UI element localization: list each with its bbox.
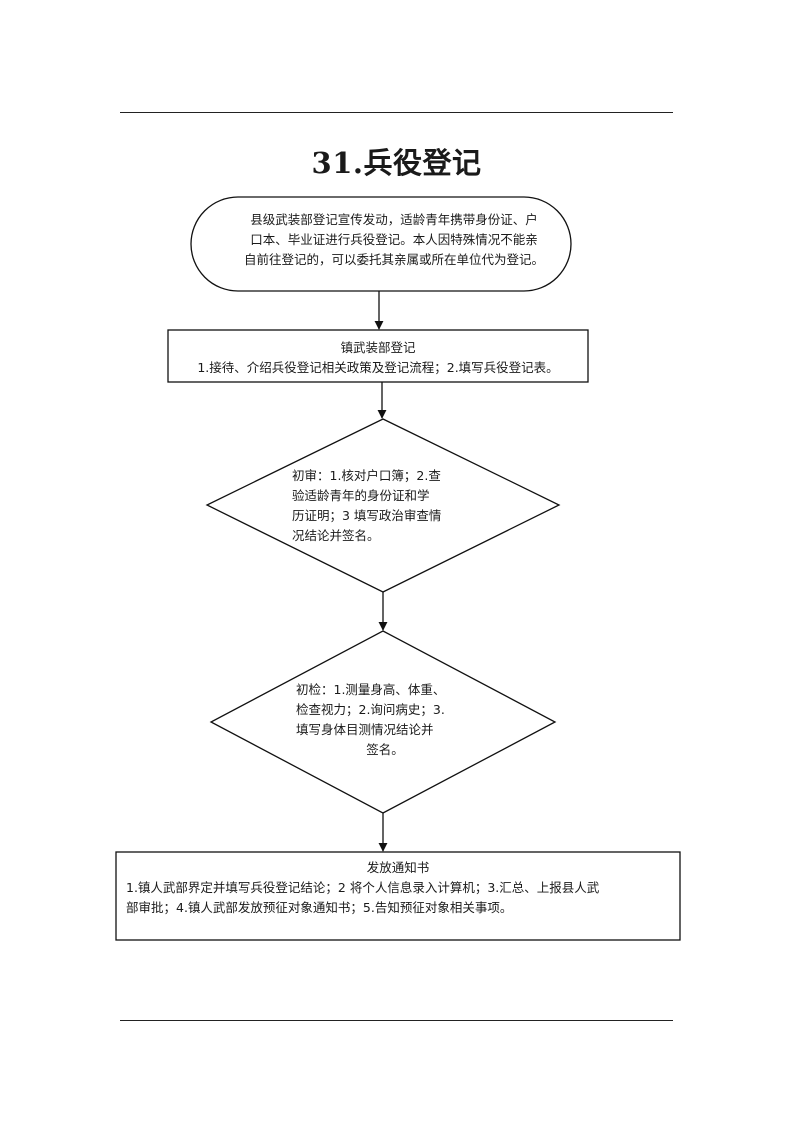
review-text: 初审：1.核对户口簿；2.查 验适龄青年的身份证和学 历证明；3 填写政治审查情…	[292, 466, 474, 546]
start-line-2: 口本、毕业证进行兵役登记。本人因特殊情况不能亲	[250, 232, 538, 247]
header-rule	[120, 112, 673, 113]
start-line-1: 县级武装部登记宣传发动，适龄青年携带身份证、户	[250, 212, 538, 227]
review-line-2: 验适龄青年的身份证和学	[292, 488, 430, 503]
start-text: 县级武装部登记宣传发动，适龄青年携带身份证、户 口本、毕业证进行兵役登记。本人因…	[210, 210, 578, 270]
register-box	[167, 329, 589, 383]
review-line-4: 况结论并签名。	[292, 528, 380, 543]
exam-line-3: 填写身体目测情况结论并	[296, 722, 434, 737]
page-title: 31.兵役登记	[311, 146, 482, 180]
notice-heading: 发放通知书	[366, 860, 430, 875]
register-text: 镇武装部登记 1.接待、介绍兵役登记相关政策及登记流程；2.填写兵役登记表。	[168, 338, 588, 378]
notice-box	[115, 851, 681, 941]
exam-line-4: 签名。	[366, 742, 404, 757]
notice-line-1: 1.镇人武部界定并填写兵役登记结论；2 将个人信息录入计算机；3.汇总、上报县人…	[126, 880, 600, 895]
register-body: 1.接待、介绍兵役登记相关政策及登记流程；2.填写兵役登记表。	[197, 360, 559, 375]
register-heading: 镇武装部登记	[340, 340, 416, 355]
footer-rule	[120, 1020, 673, 1021]
exam-line-2: 检查视力；2.询问病史；3.	[296, 702, 445, 717]
exam-text: 初检：1.测量身高、体重、 检查视力；2.询问病史；3. 填写身体目测情况结论并…	[296, 680, 474, 760]
review-line-1: 初审：1.核对户口簿；2.查	[292, 468, 441, 483]
notice-text: 发放通知书 1.镇人武部界定并填写兵役登记结论；2 将个人信息录入计算机；3.汇…	[118, 858, 678, 918]
review-line-3: 历证明；3 填写政治审查情	[292, 508, 442, 523]
start-line-3: 自前往登记的，可以委托其亲属或所在单位代为登记。	[243, 252, 544, 267]
exam-line-1: 初检：1.测量身高、体重、	[296, 682, 446, 697]
notice-line-2: 部审批；4.镇人武部发放预征对象通知书；5.告知预征对象相关事项。	[126, 900, 513, 915]
start-terminal	[190, 196, 572, 292]
